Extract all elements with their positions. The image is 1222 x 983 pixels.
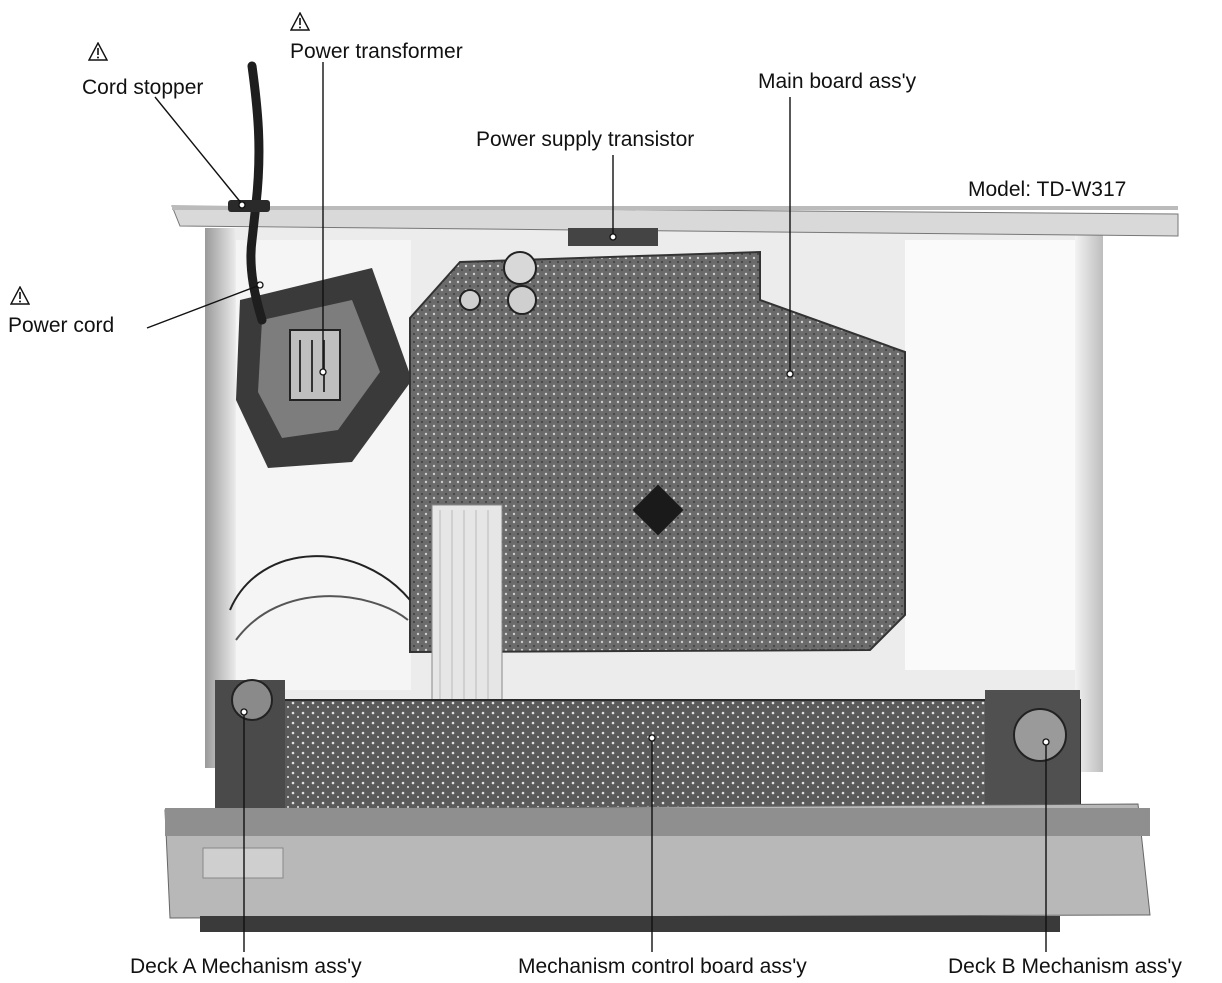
cord-stopper-label: Cord stopper — [82, 76, 204, 99]
deck-b-label: Deck B Mechanism ass'y — [948, 955, 1182, 978]
chassis-right-wall — [1075, 232, 1103, 772]
caution-triangle-icon — [290, 12, 310, 31]
leader-lines — [146, 62, 1047, 952]
power-transformer-shape — [236, 268, 412, 468]
main-board — [409, 250, 906, 654]
rear-panel — [171, 205, 1179, 237]
caution-triangle-icon — [88, 42, 108, 61]
cord-stopper-shape — [228, 200, 270, 212]
model-label: Model: TD-W317 — [968, 178, 1127, 201]
power-supply-transistor-label: Power supply transistor — [476, 128, 695, 151]
main-board-label: Main board ass'y — [758, 70, 917, 93]
power-transformer-label: Power transformer — [290, 40, 463, 63]
ribbon-cable — [431, 504, 503, 718]
deck-a-label: Deck A Mechanism ass'y — [130, 955, 362, 978]
power-cord-label: Power cord — [8, 314, 115, 337]
chassis-left-wall — [205, 228, 235, 768]
caution-triangle-icon — [10, 286, 30, 305]
mechanism-control-board-label: Mechanism control board ass'y — [518, 955, 807, 978]
